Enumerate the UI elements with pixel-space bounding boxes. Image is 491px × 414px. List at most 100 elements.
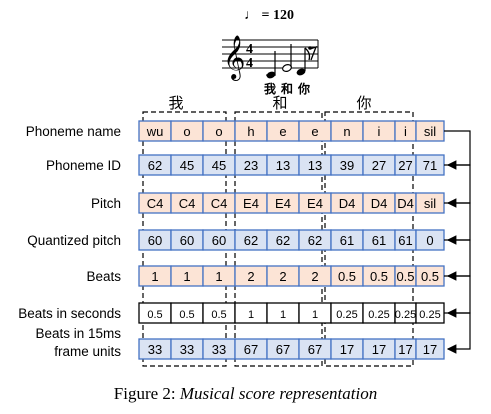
- table-cell-value: 1: [183, 269, 190, 284]
- row-label-line: Phoneme ID: [46, 158, 121, 173]
- table-cell-value: 62: [308, 233, 322, 248]
- table-cell-value: 0.5: [421, 269, 439, 284]
- table-cell-value: 67: [244, 342, 258, 357]
- row-label-line: Beats in 15ms: [35, 326, 121, 341]
- table-cell-value: 13: [276, 158, 290, 173]
- row-arrow: [444, 202, 471, 245]
- row-label-line: frame units: [54, 344, 121, 359]
- table-cell: [415, 338, 445, 360]
- table-cell-value: E4: [307, 196, 323, 211]
- table-cell-value: 0: [426, 233, 433, 248]
- note-eighth-icon: [296, 47, 311, 76]
- table-cell-value: 23: [244, 158, 258, 173]
- table-cell-value: 60: [180, 233, 194, 248]
- table-cell-value: D4: [397, 196, 414, 211]
- time-sig-top: 4: [246, 42, 253, 57]
- table-cell-value: 1: [280, 309, 286, 321]
- table-cell-value: 0.25: [395, 309, 416, 321]
- table-cell-value: 61: [398, 233, 412, 248]
- table-cell-value: 1: [151, 269, 158, 284]
- row-label-line: Pitch: [91, 196, 121, 211]
- treble-clef-icon: 𝄞: [223, 35, 245, 81]
- row-arrow: [444, 275, 471, 318]
- table-cell-value: 61: [372, 233, 386, 248]
- table-cell-value: C4: [147, 196, 164, 211]
- table-cell-value: 71: [423, 158, 437, 173]
- table-cell-value: o: [183, 124, 190, 139]
- table-cell-value: e: [279, 124, 286, 139]
- table-cell-value: 17: [340, 342, 354, 357]
- staff-lines: [222, 39, 319, 69]
- score-snippet: 𝄞 4 4 我 和 你: [222, 35, 319, 96]
- table-cell-value: 62: [148, 158, 162, 173]
- table-cell-value: i: [404, 124, 407, 139]
- table-cell-value: 0.25: [368, 309, 389, 321]
- table-cell-value: n: [343, 124, 350, 139]
- group-character-2: 和: [272, 94, 287, 112]
- score-lyric-1: 我: [264, 81, 276, 96]
- table-cell-value: 60: [148, 233, 162, 248]
- row-label-line: Quantized pitch: [27, 233, 121, 248]
- table-cell-value: 27: [398, 158, 412, 173]
- caption-title: Musical score representation: [179, 384, 378, 403]
- table-cell-value: 1: [312, 309, 318, 321]
- table-cell-value: 2: [247, 269, 254, 284]
- table-cell-value: 17: [398, 342, 412, 357]
- figure-caption: Figure 2: Musical score representation: [0, 384, 491, 404]
- table-cell-value: 13: [308, 158, 322, 173]
- row-arrow: [444, 312, 471, 354]
- table-cell-value: 0.25: [336, 309, 357, 321]
- table-cell-value: D4: [339, 196, 356, 211]
- table-cell-value: E4: [243, 196, 259, 211]
- tempo-marking: ♩ = 120: [244, 8, 294, 23]
- table-cell-value: sil: [424, 196, 436, 211]
- note-quarter-icon: [266, 51, 276, 79]
- table-cell-value: sil: [424, 124, 436, 139]
- table-cell-value: 17: [372, 342, 386, 357]
- row-arrow: [444, 130, 471, 170]
- table-cell-value: e: [311, 124, 318, 139]
- row-label-line: Phoneme name: [26, 124, 121, 139]
- table-cell-value: 1: [215, 269, 222, 284]
- row-arrow: [444, 164, 471, 208]
- table-cell-value: 1: [248, 309, 254, 321]
- table-cell-value: E4: [275, 196, 291, 211]
- table-cell-value: 61: [340, 233, 354, 248]
- table-cell-value: 0.5: [179, 309, 194, 321]
- table-cell-value: 67: [276, 342, 290, 357]
- note-half-icon: [282, 44, 292, 72]
- table-cell-value: 33: [212, 342, 226, 357]
- table-cell-value: h: [247, 124, 254, 139]
- table-cell-value: 62: [276, 233, 290, 248]
- table-cell-value: 27: [372, 158, 386, 173]
- table-cell-value: 39: [340, 158, 354, 173]
- table-cell-value: 17: [423, 342, 437, 357]
- table-cell-value: 60: [212, 233, 226, 248]
- table-cell-value: i: [378, 124, 381, 139]
- row-label-line: Beats in seconds: [18, 306, 121, 321]
- row-arrows: [444, 130, 471, 354]
- table-cell-value: 2: [311, 269, 318, 284]
- table-cell-value: 0.5: [370, 269, 388, 284]
- group-character-3: 你: [356, 94, 371, 112]
- table-cell-value: 33: [180, 342, 194, 357]
- table-cell-value: 2: [279, 269, 286, 284]
- time-sig-bottom: 4: [246, 56, 253, 71]
- table-cell-value: 0.5: [211, 309, 226, 321]
- table-cell-value: wu: [146, 124, 164, 139]
- table-cell-value: o: [215, 124, 222, 139]
- score-lyric-2: 和: [280, 81, 293, 96]
- table-cell-value: 0.5: [396, 269, 414, 284]
- eighth-rest-icon: [308, 45, 318, 61]
- table-cell-value: D4: [371, 196, 388, 211]
- table-cell-value: 45: [212, 158, 226, 173]
- table-cell-value: 0.5: [147, 309, 162, 321]
- table-cell-value: 45: [180, 158, 194, 173]
- row-arrow: [444, 239, 471, 281]
- row-label-line: Beats: [86, 269, 121, 284]
- table-cell-value: 67: [308, 342, 322, 357]
- group-character-1: 我: [168, 94, 183, 112]
- table-cell-value: 33: [148, 342, 162, 357]
